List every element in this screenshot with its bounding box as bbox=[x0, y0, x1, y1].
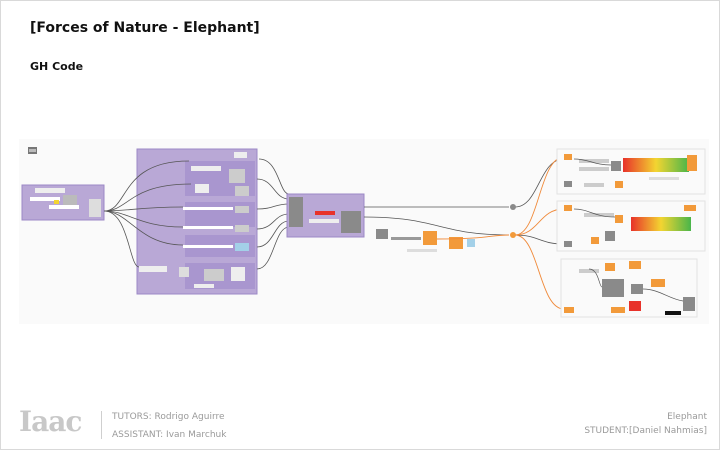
student-name: STUDENT:[Daniel Nahmias] bbox=[584, 426, 707, 436]
wires-left bbox=[103, 158, 290, 270]
project-name: Elephant bbox=[667, 412, 707, 422]
footer-divider bbox=[101, 411, 102, 439]
gradient-bar-middle bbox=[631, 217, 691, 231]
canvas-icon bbox=[28, 147, 37, 154]
slide-subtitle: GH Code bbox=[30, 60, 84, 73]
slide-title: [Forces of Nature - Elephant] bbox=[30, 20, 260, 36]
relay-node bbox=[510, 204, 516, 210]
tutors-text: TUTORS: Rodrigo Aguirre bbox=[112, 412, 225, 422]
iaac-logo: Iaac bbox=[19, 405, 82, 438]
orange-chain bbox=[376, 229, 475, 252]
relay-node-orange bbox=[510, 232, 516, 238]
assistant-text: ASSISTANT: Ivan Marchuk bbox=[112, 430, 227, 440]
gradient-bar-top bbox=[623, 158, 689, 172]
grasshopper-canvas bbox=[19, 139, 709, 324]
